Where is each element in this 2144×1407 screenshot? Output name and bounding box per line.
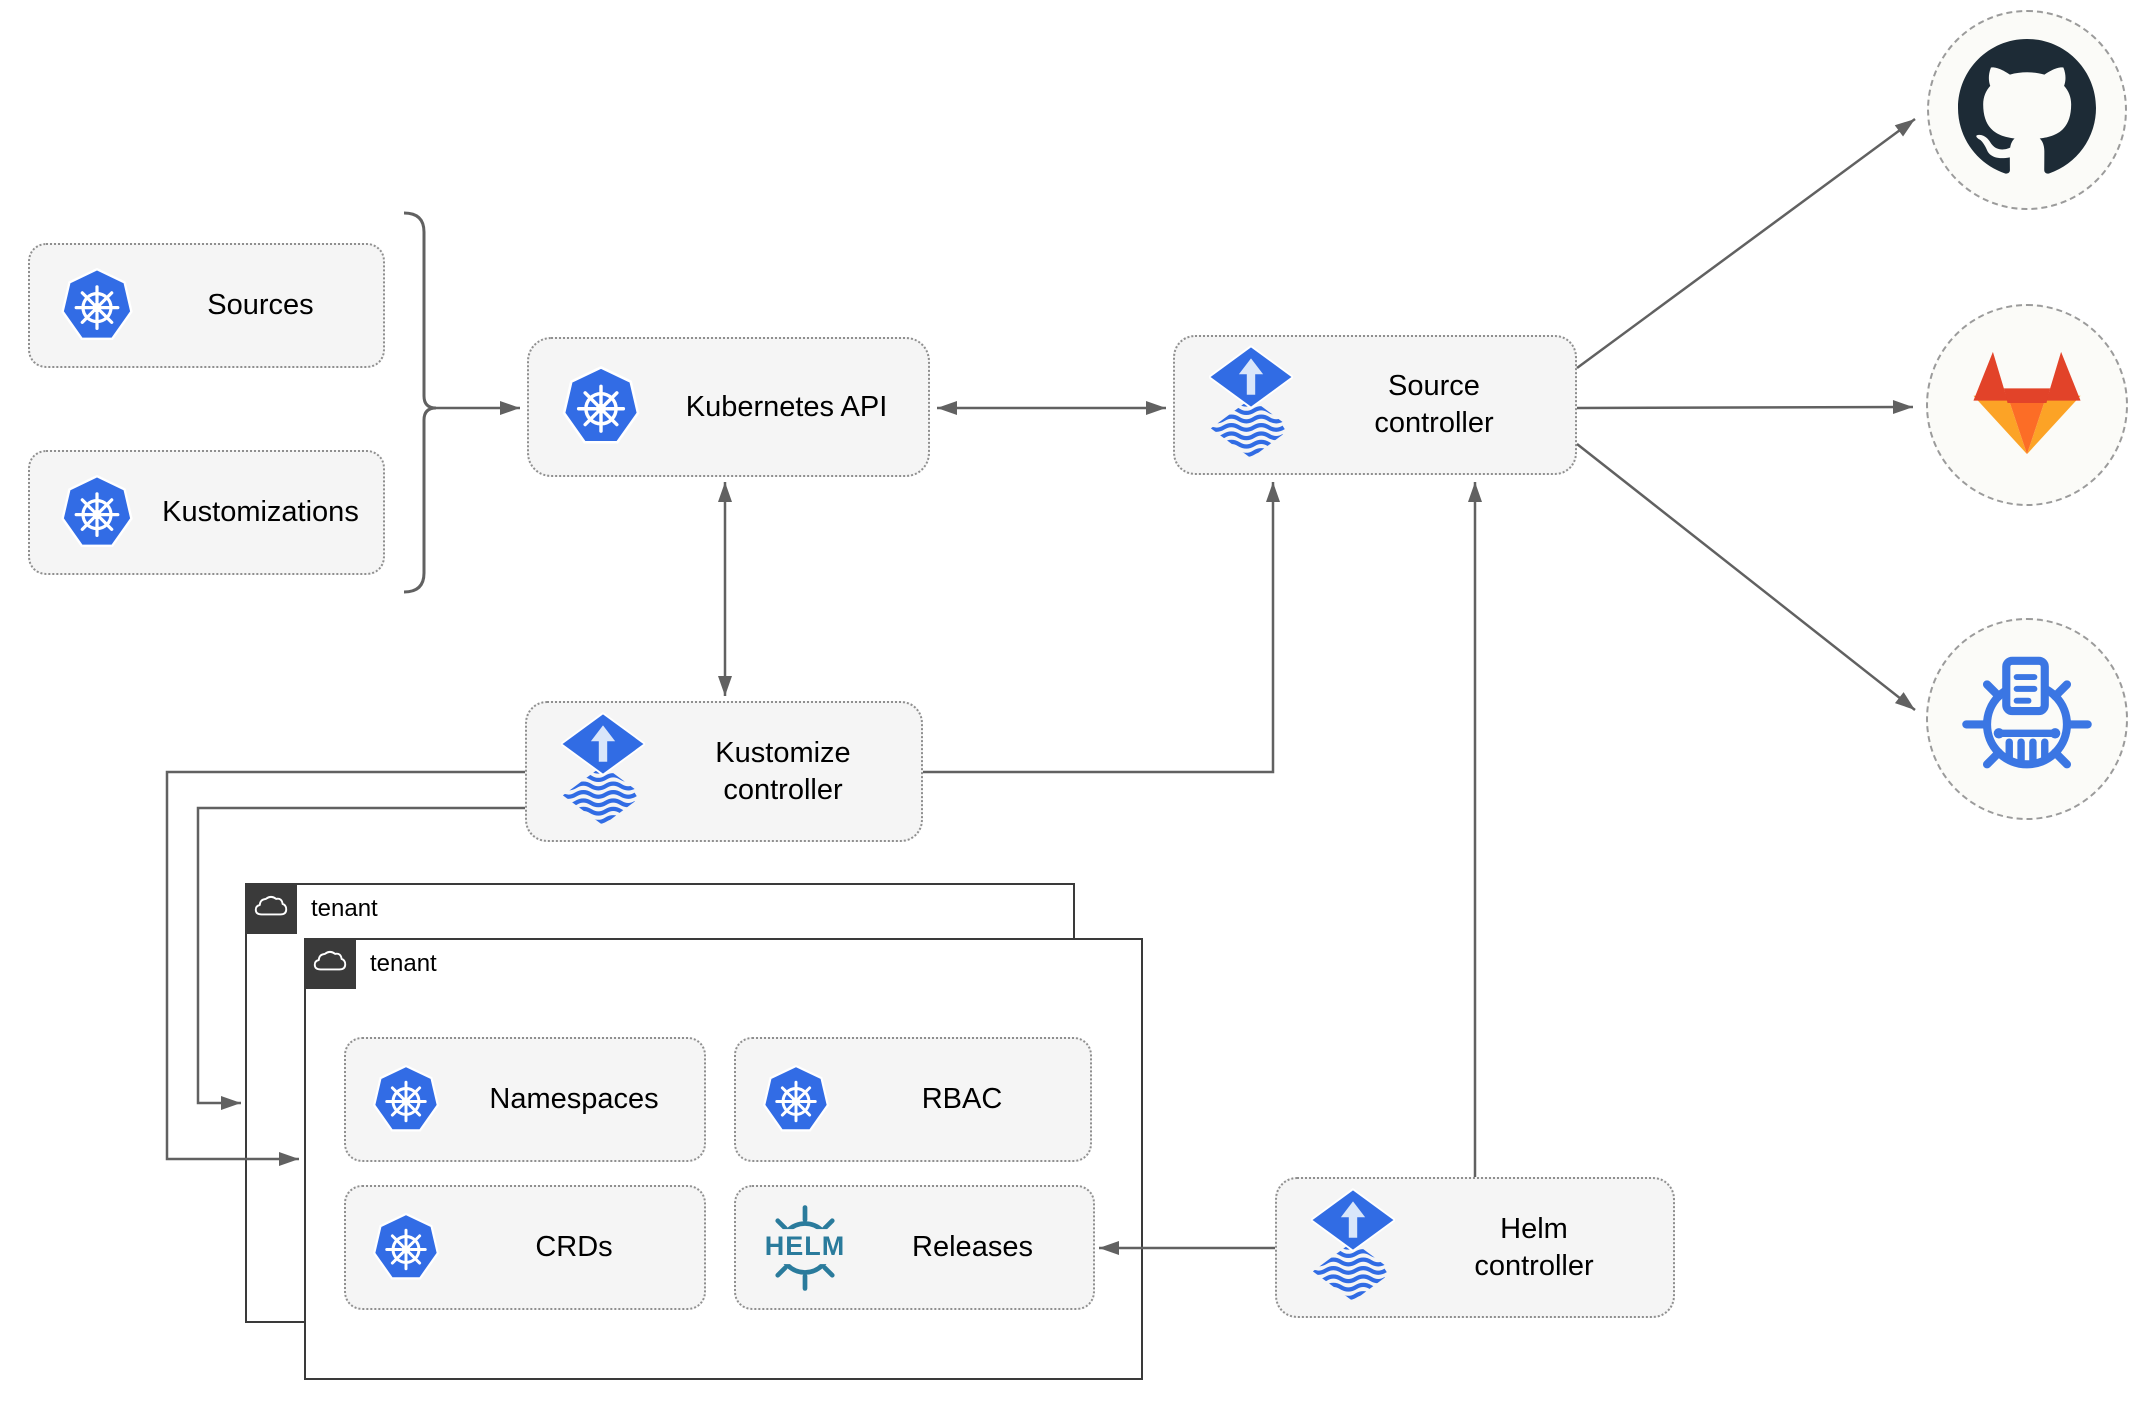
node-sources: Sources [28,243,385,368]
arrow-kustomize-to-source [923,482,1280,774]
tenant-header [245,883,297,934]
arrow-source-to-chartmuseum [1576,443,1916,711]
node-label: RBAC [921,1083,1003,1115]
cloud-icon [311,947,349,981]
node-label: Releases [912,1231,1033,1263]
kubernetes-icon [368,1211,444,1285]
node-label: Kubernetes API [685,390,888,423]
node-crds: CRDs [344,1185,706,1310]
github-circle [1927,10,2127,210]
node-kubernetes-api: Kubernetes API [527,337,930,477]
node-kustomize-controller: Kustomize controller [525,701,923,842]
node-label: Kustomize controller [715,736,851,806]
node-kustomizations: Kustomizations [28,450,385,575]
flux-icon [1311,1186,1395,1310]
kubernetes-icon [56,266,138,346]
brace-connector [403,211,437,594]
helm-icon: HELM [758,1201,852,1295]
helm-wordmark: HELM [758,1228,852,1264]
node-namespaces: Namespaces [344,1037,706,1162]
node-label: Source controller [1374,370,1494,439]
node-label: Sources [207,289,314,321]
kubernetes-icon [758,1063,834,1137]
flux-icon [561,710,645,834]
tenant-header [304,938,356,989]
node-helm-controller: Helm controller [1275,1177,1675,1318]
gitlab-circle [1926,304,2128,506]
gitlab-icon [1966,347,2088,464]
node-label: Namespaces [489,1083,659,1115]
node-label: CRDs [535,1231,613,1263]
node-releases: HELM Releases [734,1185,1095,1310]
github-icon [1958,39,2096,182]
chartmuseum-circle [1926,618,2128,820]
flux-icon [1209,343,1293,467]
arrow-source-to-github [1576,117,1916,370]
tenant-box-front: tenant Namespaces RBAC CRDs HELM [304,938,1143,1380]
node-label: Kustomizations [162,496,359,528]
tenant-label: tenant [311,895,378,922]
chartmuseum-icon [1953,643,2101,796]
kubernetes-icon [56,473,138,553]
arrow-source-to-gitlab [1576,400,1914,415]
node-rbac: RBAC [734,1037,1092,1162]
node-source-controller: Source controller [1173,335,1577,475]
tenant-label: tenant [370,950,437,977]
cloud-icon [252,892,290,926]
kubernetes-icon [557,364,645,450]
kubernetes-icon [368,1063,444,1137]
node-label: Helm controller [1474,1212,1594,1282]
